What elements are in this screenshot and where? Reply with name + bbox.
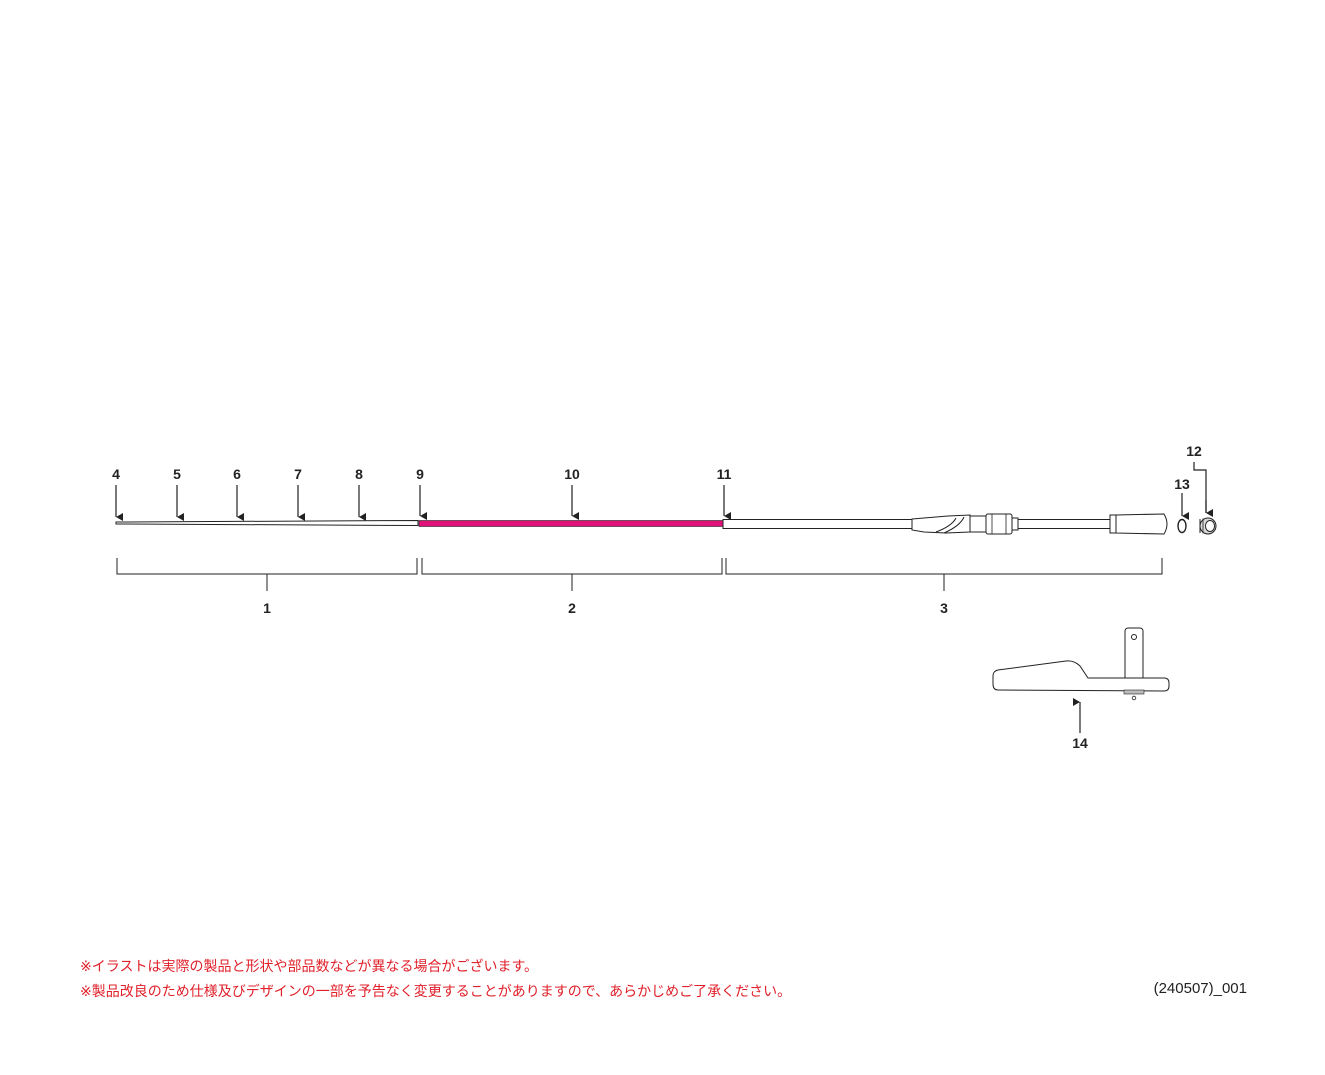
callout-13: 13 [1174,476,1190,492]
document-code: (240507)_001 [1153,980,1247,997]
section-label-2: 2 [568,600,576,616]
section-label-3: 3 [940,600,948,616]
callout-12: 12 [1186,443,1202,459]
end-cap-part [1199,517,1217,535]
o-ring-part [1177,518,1187,534]
callout-8: 8 [355,466,363,482]
callout-5: 5 [173,466,181,482]
rod-stand-part [992,627,1170,701]
callout-arrows [115,462,1213,733]
callout-14: 14 [1072,735,1088,751]
section-brackets [116,558,1163,591]
callout-7: 7 [294,466,302,482]
disclaimer-note-1: ※イラストは実際の製品と形状や部品数などが異なる場合がございます。 [80,959,539,975]
middle-section [418,520,724,527]
section-label-1: 1 [263,600,271,616]
callout-9: 9 [416,466,424,482]
callout-6: 6 [233,466,241,482]
callout-4: 4 [112,466,120,482]
tip-section [115,519,419,527]
butt-section [722,513,1168,535]
callout-11: 11 [717,466,732,482]
callout-10: 10 [564,466,580,482]
disclaimer-note-2: ※製品改良のため仕様及びデザインの一部を予告なく変更することがありますので、あら… [80,984,792,1000]
